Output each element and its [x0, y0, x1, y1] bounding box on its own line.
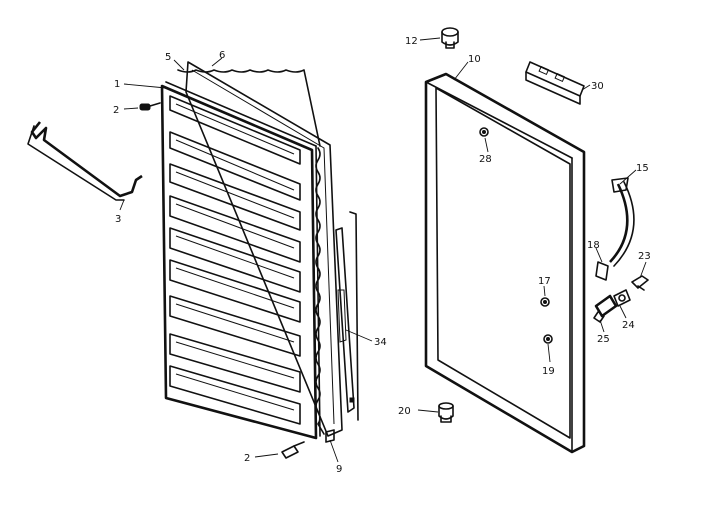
callout-labels: 1 2 2 3 5 6 9 10 12 15 17 18 19 20 23 24… [113, 36, 651, 475]
bottom-hinge-pin [438, 402, 454, 423]
callout-30: 30 [591, 81, 604, 92]
door-gasket [185, 61, 343, 437]
callout-25: 25 [597, 334, 610, 345]
screw-lower [281, 441, 305, 459]
door-liner-panel [160, 84, 318, 440]
callout-2-lower: 2 [244, 453, 250, 464]
callout-18: 18 [587, 240, 600, 251]
plug-button-28 [479, 127, 489, 137]
callout-3: 3 [115, 214, 121, 225]
screw-upper [139, 102, 161, 111]
callout-15: 15 [636, 163, 649, 174]
outer-door-frame [424, 72, 586, 454]
top-hinge-pin [441, 27, 459, 49]
callout-20: 20 [398, 406, 411, 417]
side-strip [335, 227, 355, 413]
bracket-30 [525, 61, 585, 105]
plug-button-19 [543, 334, 553, 344]
callout-5: 5 [165, 52, 171, 63]
callout-17: 17 [538, 276, 551, 287]
leader-lines [119, 37, 647, 463]
callout-23: 23 [638, 251, 651, 262]
callout-1: 1 [114, 79, 120, 90]
callout-12: 12 [405, 36, 418, 47]
callout-6: 6 [219, 50, 225, 61]
callout-19: 19 [542, 366, 555, 377]
callout-34: 34 [374, 337, 387, 348]
callout-2-upper: 2 [113, 105, 119, 116]
handle-bracket [595, 261, 609, 281]
callout-9: 9 [336, 464, 342, 475]
gasket-wavy-edge [315, 147, 325, 435]
lock-key [631, 275, 649, 291]
lock-cylinder [593, 294, 618, 323]
screw-small-5 [349, 397, 355, 403]
liner-shelf-ridges [169, 95, 301, 425]
shelf-wire-bar [27, 121, 143, 201]
screw-small-9 [325, 429, 335, 443]
callout-28: 28 [479, 154, 492, 165]
door-handle [609, 177, 635, 267]
door-liner-assembly [160, 61, 359, 440]
lock-nut [613, 289, 631, 307]
callout-24: 24 [622, 320, 635, 331]
plug-button-17 [540, 297, 550, 307]
callout-10: 10 [468, 54, 481, 65]
